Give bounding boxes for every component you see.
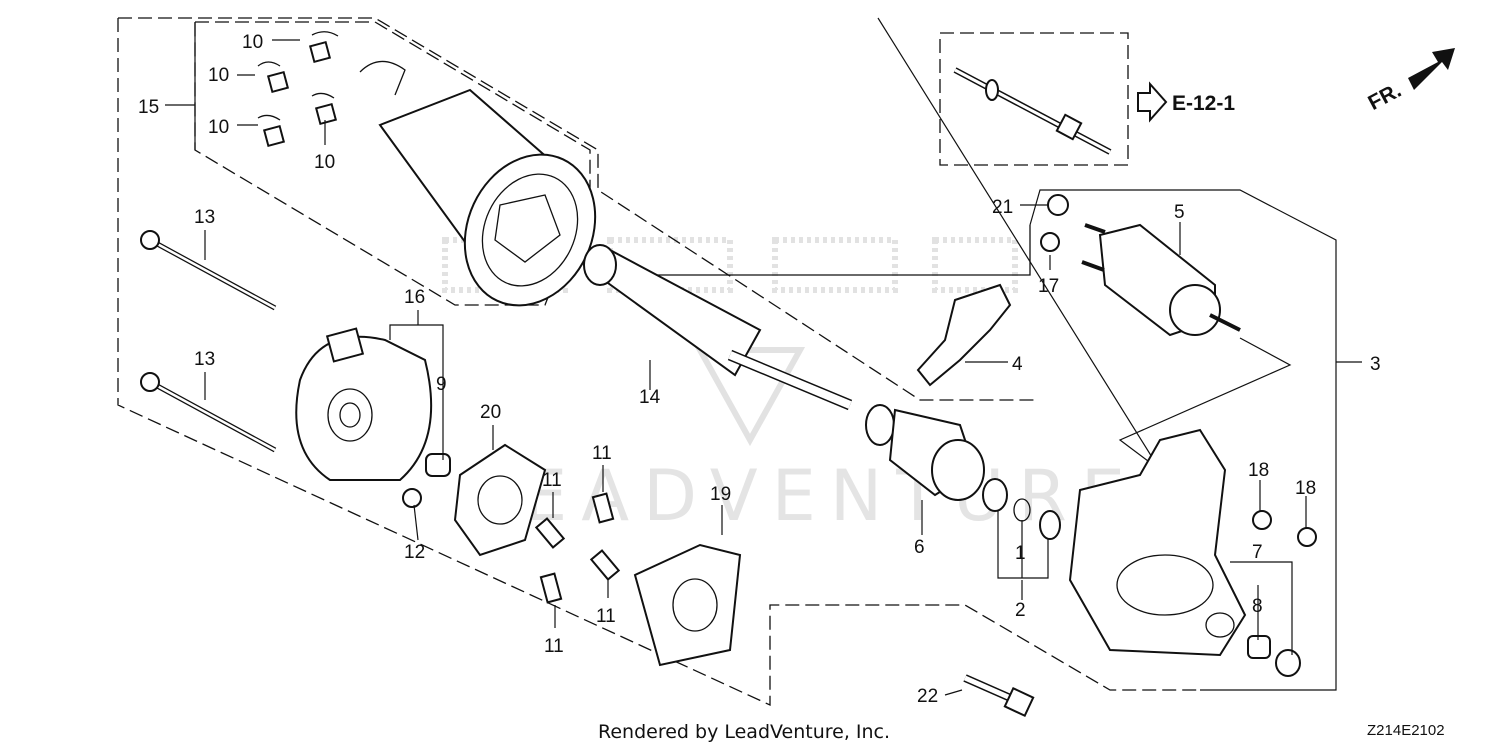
rear-end-cover: [295, 327, 433, 481]
shift-lever: [916, 283, 1012, 387]
mounting-bolt: [963, 674, 1035, 718]
callout-18a: 18: [1248, 460, 1269, 481]
watermark-text: LEADVENTURE: [470, 455, 1139, 537]
brush-holder: [633, 543, 742, 667]
callout-10a: 10: [242, 32, 263, 53]
bushing-8: [1247, 635, 1271, 659]
leader-lines: [165, 22, 1362, 696]
callout-4: 4: [1012, 354, 1023, 375]
armature: [583, 244, 853, 411]
bushing-9: [425, 453, 451, 477]
nut-17: [1040, 232, 1060, 252]
callout-10b: 10: [208, 65, 229, 86]
flange-nut-12: [402, 488, 422, 508]
callout-11b: 11: [542, 470, 562, 491]
callout-11d: 11: [544, 636, 564, 657]
assembly-boundary-solenoid: [877, 17, 1337, 691]
callout-13a: 13: [194, 207, 215, 228]
callout-18b: 18: [1295, 478, 1316, 499]
through-bolt-reference-box: [939, 32, 1129, 166]
seal-7: [1275, 649, 1301, 677]
assembly-boundary-main: [117, 17, 1200, 707]
callout-5: 5: [1174, 202, 1185, 223]
nut-21: [1047, 194, 1069, 216]
front-direction-arrow-icon: [1408, 48, 1455, 90]
drive-housing: [1068, 428, 1247, 657]
pinion-boundary-line: [595, 225, 1031, 276]
callout-12: 12: [404, 542, 425, 563]
nut-18b: [1297, 527, 1317, 547]
yoke-field-housing: [359, 60, 597, 307]
carbon-brush-set: [257, 31, 339, 148]
diagram-code: Z214E2102: [1367, 722, 1445, 739]
through-bolt-reference: [953, 67, 1112, 155]
callout-19: 19: [710, 484, 731, 505]
callout-17: 17: [1038, 276, 1059, 297]
callout-3: 3: [1370, 354, 1381, 375]
callout-11a: 11: [592, 443, 612, 464]
callout-14: 14: [639, 387, 661, 408]
brush-springs: [534, 492, 621, 604]
callout-22: 22: [917, 686, 938, 707]
rendered-by-footer: Rendered by LeadVenture, Inc.: [598, 721, 890, 743]
brush-holder-plate: [453, 443, 547, 557]
direction-label: FR.: [1364, 79, 1405, 115]
callout-8: 8: [1252, 596, 1263, 617]
reference-label: E-12-1: [1172, 92, 1235, 115]
through-bolts: [140, 230, 277, 453]
callout-7: 7: [1252, 542, 1263, 563]
overrunning-clutch: [865, 404, 985, 501]
callout-labels: 1 2 3 4 5 6 7 8 9 10 10 10 10 11 11 11 1…: [138, 32, 1381, 707]
callout-10c: 10: [208, 117, 229, 138]
solenoid: [1081, 223, 1241, 337]
thrust-washer: [1039, 510, 1061, 540]
callout-15: 15: [138, 97, 159, 118]
callout-11c: 11: [596, 606, 616, 627]
callout-21: 21: [992, 197, 1013, 218]
callout-16: 16: [404, 287, 425, 308]
stop-collar: [982, 478, 1008, 512]
nut-18a: [1252, 510, 1272, 530]
reference-arrow-icon: [1137, 81, 1168, 123]
callout-10d: 10: [314, 152, 335, 173]
callout-20: 20: [480, 402, 501, 423]
callout-2: 2: [1015, 600, 1026, 621]
callout-9: 9: [436, 374, 447, 395]
callout-13b: 13: [194, 349, 215, 370]
callout-1: 1: [1015, 543, 1026, 564]
callout-6: 6: [914, 537, 925, 558]
